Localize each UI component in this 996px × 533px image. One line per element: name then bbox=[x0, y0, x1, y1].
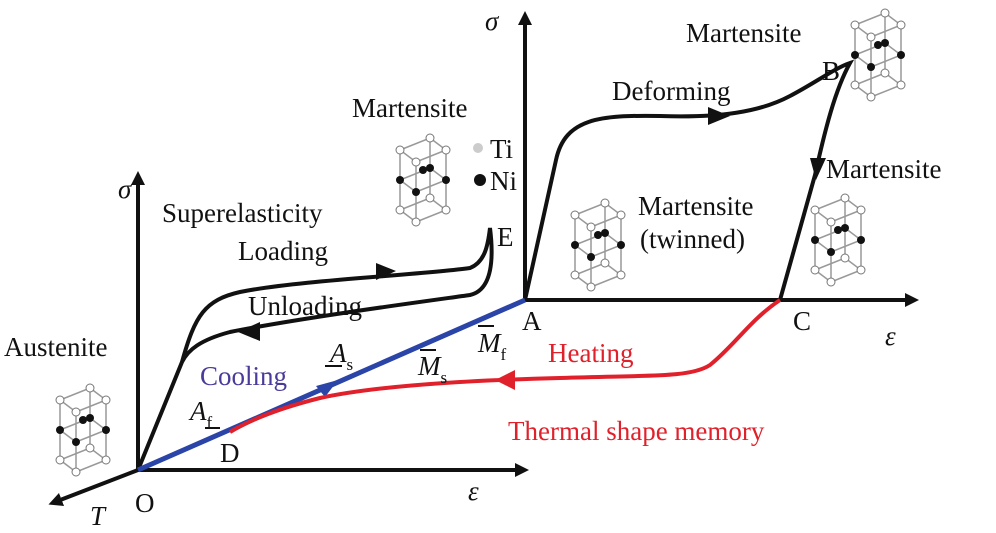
ti-atom-icon bbox=[473, 143, 483, 153]
right-axes bbox=[518, 11, 919, 307]
t-axis-label: T bbox=[90, 501, 107, 531]
ni-label: Ni bbox=[490, 166, 517, 196]
origin-label: O bbox=[135, 488, 155, 518]
sigma-right-label: σ bbox=[485, 6, 500, 36]
epsilon-left-label: ε bbox=[468, 476, 479, 506]
martensite-c-label: Martensite bbox=[826, 154, 941, 184]
left-axes bbox=[48, 171, 529, 507]
mf-label: Mf bbox=[477, 328, 507, 364]
as-label: As bbox=[328, 338, 353, 374]
heating-arrow bbox=[495, 370, 515, 390]
lattice-martensite-e bbox=[395, 133, 451, 227]
unloading-arrow bbox=[238, 322, 260, 341]
sigma-left-label: σ bbox=[118, 174, 133, 204]
lattice-martensite-c bbox=[810, 193, 866, 287]
superelasticity-label: Superelasticity bbox=[162, 198, 323, 228]
martensite-b-label: Martensite bbox=[686, 18, 801, 48]
unloading-label: Unloading bbox=[248, 291, 362, 321]
cooling-label: Cooling bbox=[200, 361, 287, 391]
heating-label: Heating bbox=[548, 338, 633, 368]
lattice-austenite bbox=[55, 383, 111, 477]
superelastic-loop bbox=[136, 227, 494, 471]
thermal-shape-memory-label: Thermal shape memory bbox=[508, 416, 765, 446]
martensite-e-label: Martensite bbox=[352, 93, 467, 123]
lattice-martensite-b bbox=[850, 8, 906, 102]
ni-atom-icon bbox=[474, 174, 486, 186]
twinned-label: (twinned) bbox=[640, 224, 745, 254]
heating-curve bbox=[228, 298, 782, 434]
lattice-twinned bbox=[570, 198, 626, 292]
epsilon-right-label: ε bbox=[885, 321, 896, 351]
deforming-label: Deforming bbox=[612, 76, 730, 106]
austenite-label: Austenite bbox=[4, 332, 107, 362]
ti-label: Ti bbox=[490, 134, 513, 164]
point-d-label: D bbox=[220, 438, 240, 468]
point-c-label: C bbox=[793, 306, 811, 336]
martensite-twinned-label: Martensite bbox=[638, 191, 753, 221]
af-label: Af bbox=[188, 396, 213, 432]
ms-label: Ms bbox=[417, 351, 447, 387]
point-b-label: B bbox=[822, 56, 840, 86]
loading-arrow bbox=[376, 263, 396, 280]
loading-label: Loading bbox=[238, 236, 328, 266]
deforming-arrow bbox=[708, 107, 730, 125]
unloading-b-arrow bbox=[810, 158, 826, 180]
deforming-path bbox=[523, 59, 855, 301]
cooling-arrow bbox=[316, 380, 338, 397]
point-a-label: A bbox=[522, 306, 542, 336]
point-e-label: E bbox=[497, 222, 514, 252]
